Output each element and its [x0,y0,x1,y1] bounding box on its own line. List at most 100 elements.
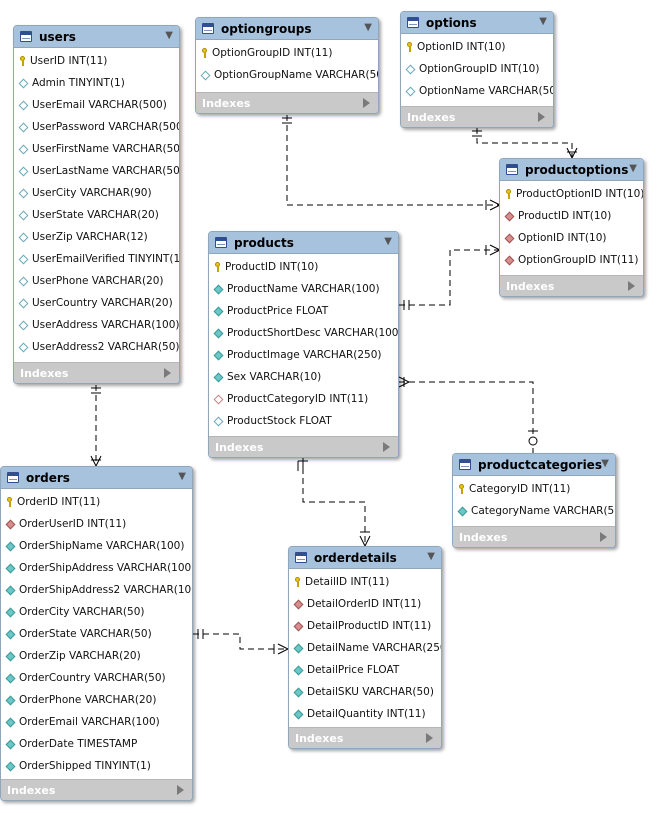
column-row[interactable]: DetailSKU VARCHAR(50) [289,681,441,703]
table-productoptions[interactable]: productoptions ▼ ProductOptionID INT(10)… [499,158,644,297]
column-row[interactable]: OrderCity VARCHAR(50) [1,601,192,623]
column-row[interactable]: ProductName VARCHAR(100) [209,278,398,300]
table-header[interactable]: products ▼ [209,232,398,254]
column-row[interactable]: UserPhone VARCHAR(20) [14,270,179,292]
column-row[interactable]: OptionGroupID INT(11) [500,249,643,271]
column-row[interactable]: Sex VARCHAR(10) [209,366,398,388]
column-row[interactable]: OptionName VARCHAR(50) [401,80,553,102]
column-row[interactable]: UserState VARCHAR(20) [14,204,179,226]
column-row[interactable]: ProductImage VARCHAR(250) [209,344,398,366]
table-productcategories[interactable]: productcategories ▼ CategoryID INT(11)Ca… [452,453,616,548]
column-row[interactable]: UserID INT(11) [14,50,179,72]
column-row[interactable]: UserAddress2 VARCHAR(50) [14,336,179,358]
expand-arrow-icon[interactable] [164,368,171,378]
column-row[interactable]: ProductStock FLOAT [209,410,398,432]
column-row[interactable]: OptionGroupName VARCHAR(50) [196,64,378,86]
column-row[interactable]: UserPassword VARCHAR(500) [14,116,179,138]
column-row[interactable]: CategoryID INT(11) [453,478,615,500]
column-row[interactable]: OrderShipAddress VARCHAR(100) [1,557,192,579]
indexes-bar[interactable]: Indexes [1,779,192,800]
column-row[interactable]: UserFirstName VARCHAR(50) [14,138,179,160]
column-row[interactable]: DetailID INT(11) [289,571,441,593]
column-row[interactable]: OrderUserID INT(11) [1,513,192,535]
column-row[interactable]: OptionID INT(10) [401,36,553,58]
table-header[interactable]: optiongroups ▼ [196,18,378,40]
column-row[interactable]: UserEmailVerified TINYINT(1) [14,248,179,270]
column-label: OptionID INT(10) [417,41,506,53]
table-optiongroups[interactable]: optiongroups ▼ OptionGroupID INT(11) Opti… [195,17,379,114]
expand-arrow-icon[interactable] [426,733,433,743]
column-row[interactable]: Admin TINYINT(1) [14,72,179,94]
column-label: UserLastName VARCHAR(50) [32,165,180,177]
column-row[interactable]: DetailProductID INT(11) [289,615,441,637]
table-header[interactable]: options ▼ [401,12,553,34]
column-row[interactable]: OrderPhone VARCHAR(20) [1,689,192,711]
expand-arrow-icon[interactable] [628,281,635,291]
table-header[interactable]: users ▼ [14,26,179,48]
table-products[interactable]: products ▼ ProductID INT(10)ProductName … [208,231,399,458]
collapse-icon[interactable]: ▼ [601,458,609,469]
column-row[interactable]: UserLastName VARCHAR(50) [14,160,179,182]
not-null-column-icon [213,306,224,316]
collapse-icon[interactable]: ▼ [178,471,186,482]
column-row[interactable]: UserZip VARCHAR(12) [14,226,179,248]
indexes-bar[interactable]: Indexes [401,106,553,127]
foreign-key-icon [293,599,304,609]
table-orderdetails[interactable]: orderdetails ▼ DetailID INT(11)DetailOrd… [288,546,442,749]
collapse-icon[interactable]: ▼ [539,16,547,27]
not-null-column-icon [5,585,16,595]
column-row[interactable]: OrderEmail VARCHAR(100) [1,711,192,733]
column-row[interactable]: OrderShipName VARCHAR(100) [1,535,192,557]
column-row[interactable]: OrderShipped TINYINT(1) [1,755,192,777]
table-header[interactable]: productoptions ▼ [500,159,643,181]
column-label: OptionName VARCHAR(50) [419,85,554,97]
table-options[interactable]: options ▼ OptionID INT(10) OptionGroupID … [400,11,554,128]
indexes-bar[interactable]: Indexes [196,92,378,113]
table-header[interactable]: productcategories ▼ [453,454,615,476]
column-row[interactable]: OrderDate TIMESTAMP [1,733,192,755]
indexes-bar[interactable]: Indexes [14,362,179,383]
column-row[interactable]: OptionGroupID INT(11) [196,42,378,64]
column-row[interactable]: ProductShortDesc VARCHAR(1000) [209,322,398,344]
column-row[interactable]: ProductOptionID INT(10) [500,183,643,205]
collapse-icon[interactable]: ▼ [364,22,372,33]
column-row[interactable]: OptionID INT(10) [500,227,643,249]
column-row[interactable]: UserAddress VARCHAR(100) [14,314,179,336]
collapse-icon[interactable]: ▼ [427,551,435,562]
column-row[interactable]: CategoryName VARCHAR(50) [453,500,615,522]
indexes-bar[interactable]: Indexes [453,526,615,547]
column-row[interactable]: ProductID INT(10) [500,205,643,227]
column-row[interactable]: OrderShipAddress2 VARCHAR(100) [1,579,192,601]
column-row[interactable]: UserEmail VARCHAR(500) [14,94,179,116]
indexes-bar[interactable]: Indexes [209,436,398,457]
column-row[interactable]: OrderCountry VARCHAR(50) [1,667,192,689]
expand-arrow-icon[interactable] [383,442,390,452]
expand-arrow-icon[interactable] [538,112,545,122]
column-row[interactable]: OrderZip VARCHAR(20) [1,645,192,667]
column-row[interactable]: ProductID INT(10) [209,256,398,278]
column-row[interactable]: DetailOrderID INT(11) [289,593,441,615]
collapse-icon[interactable]: ▼ [165,30,173,41]
expand-arrow-icon[interactable] [600,532,607,542]
column-row[interactable]: OrderState VARCHAR(50) [1,623,192,645]
expand-arrow-icon[interactable] [177,785,184,795]
table-header[interactable]: orderdetails ▼ [289,547,441,569]
table-header[interactable]: orders ▼ [1,467,192,489]
column-row[interactable]: DetailName VARCHAR(250) [289,637,441,659]
collapse-icon[interactable]: ▼ [384,236,392,247]
expand-arrow-icon[interactable] [363,98,370,108]
column-row[interactable]: ProductCategoryID INT(11) [209,388,398,410]
table-orders[interactable]: orders ▼ OrderID INT(11)OrderUserID INT(… [0,466,193,801]
column-row[interactable]: OptionGroupID INT(10) [401,58,553,80]
column-row[interactable]: OrderID INT(11) [1,491,192,513]
indexes-bar[interactable]: Indexes [500,275,643,296]
column-label: OptionGroupID INT(11) [212,47,333,59]
column-row[interactable]: UserCity VARCHAR(90) [14,182,179,204]
column-row[interactable]: UserCountry VARCHAR(20) [14,292,179,314]
column-row[interactable]: ProductPrice FLOAT [209,300,398,322]
collapse-icon[interactable]: ▼ [629,163,637,174]
column-row[interactable]: DetailQuantity INT(11) [289,703,441,725]
column-row[interactable]: DetailPrice FLOAT [289,659,441,681]
table-users[interactable]: users ▼ UserID INT(11)Admin TINYINT(1)Us… [13,25,180,384]
indexes-bar[interactable]: Indexes [289,727,441,748]
